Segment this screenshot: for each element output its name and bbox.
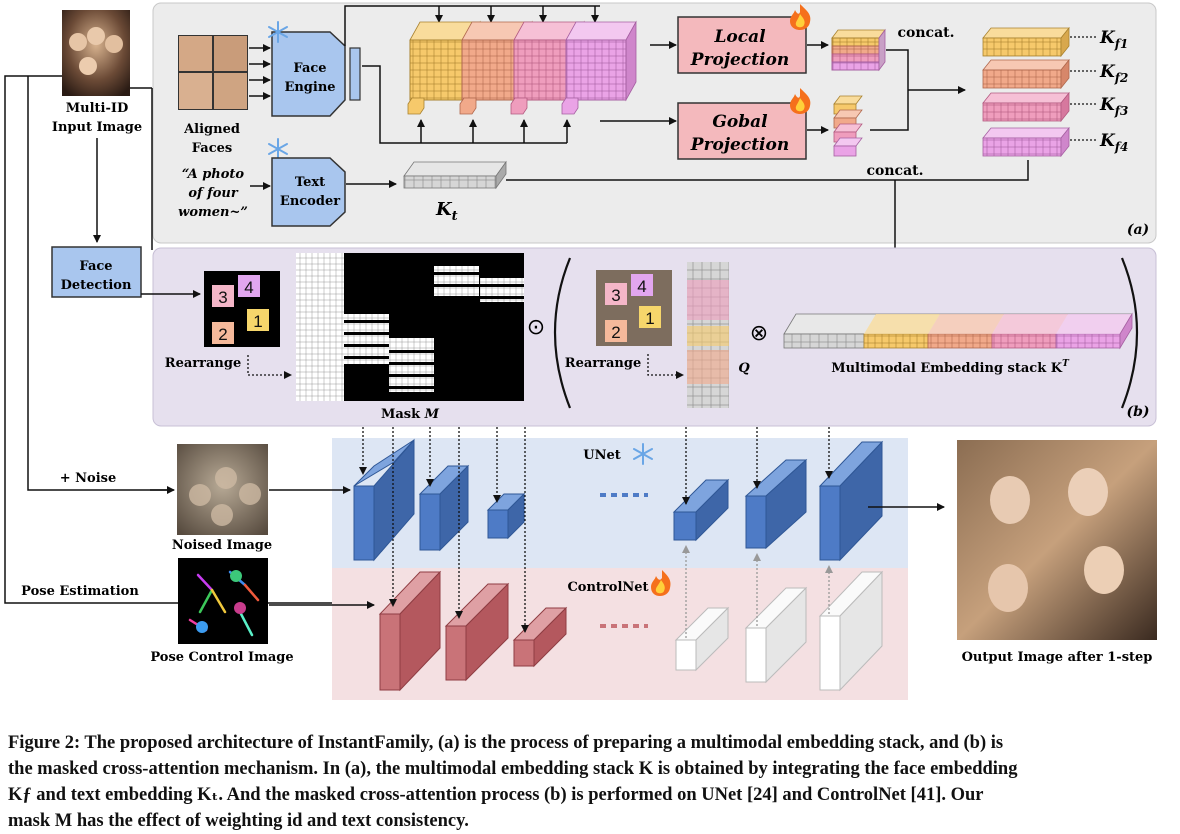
otimes-operator: ⊗	[750, 321, 768, 346]
local-projected-tokens	[831, 28, 886, 72]
caption-line-2: the masked cross-attention mechanism. In…	[8, 759, 1018, 779]
prompt-line-3: women~”	[178, 205, 248, 220]
multi-id-input-image	[62, 10, 130, 96]
text-encoder	[271, 157, 346, 227]
stack-label: Multimodal Embedding stack KT	[831, 359, 1070, 376]
kf3-label: Kf3	[1099, 95, 1128, 118]
face-engine	[271, 31, 346, 117]
query-column	[687, 262, 729, 408]
id-4-badge: 4	[244, 278, 253, 297]
fire-icon	[790, 88, 811, 114]
aligned-faces-label-2: Faces	[192, 141, 232, 156]
text-encoder-label-1: Text	[295, 175, 325, 190]
multi-id-label-2: Input Image	[52, 120, 142, 135]
caption-line-1: Figure 2: The proposed architecture of I…	[8, 733, 1004, 753]
id-3-badge: 3	[218, 288, 227, 307]
global-face-tokens	[407, 97, 579, 115]
right-paren	[1120, 257, 1139, 409]
left-paren	[553, 257, 572, 409]
unet-blocks	[353, 438, 884, 562]
face-detection	[51, 246, 142, 298]
id-3-badge-image: 3	[611, 286, 620, 305]
unet-block	[418, 464, 470, 552]
output-image-label: Output Image after 1-step	[962, 650, 1153, 665]
id-4-badge-image: 4	[637, 277, 646, 296]
global-projection-label-2: Projection	[690, 135, 789, 155]
noised-image-label: Noised Image	[172, 538, 272, 553]
aligned-faces	[178, 35, 248, 110]
multi-id-label-1: Multi-ID	[66, 101, 128, 116]
concat-mid-label: concat.	[867, 163, 924, 179]
global-projection	[677, 102, 807, 160]
panel-a-label: (a)	[1127, 222, 1149, 238]
fire-icon	[651, 570, 671, 596]
local-projection-label-2: Projection	[690, 50, 789, 70]
unet-block	[744, 458, 808, 550]
id-1-badge-image: 1	[645, 309, 654, 328]
rearrange-left-label: Rearrange	[165, 356, 241, 371]
face-id-map	[204, 271, 280, 347]
face-embedding-cubes	[409, 20, 637, 102]
panel-b-label: (b)	[1126, 404, 1149, 420]
noise-label: + Noise	[60, 471, 117, 486]
kf2-bar	[982, 58, 1070, 90]
snowflake-icon	[633, 443, 653, 465]
controlnet-block-copy	[744, 586, 808, 684]
global-projection-label-1: Gobal	[712, 112, 768, 132]
prompt-line-1: “A photo	[182, 167, 245, 182]
face-engine-label-1: Face	[293, 61, 326, 76]
figure-caption: Figure 2: The proposed architecture of I…	[8, 730, 1176, 834]
pose-control-image	[178, 558, 268, 644]
controlnet-block-copy	[674, 606, 730, 672]
text-encoder-label-2: Encoder	[280, 194, 340, 209]
kf4-bar	[982, 126, 1070, 158]
id-1-badge: 1	[253, 312, 262, 331]
face-engine-output	[349, 47, 361, 101]
face-detection-label-2: Detection	[61, 278, 132, 293]
unet-block	[818, 440, 884, 562]
id-2-badge-image: 2	[611, 323, 620, 342]
text-embedding-bar	[403, 160, 507, 190]
id-2-badge: 2	[218, 325, 227, 344]
kf4-label: Kf4	[1099, 131, 1128, 154]
pose-control-label: Pose Control Image	[150, 650, 293, 665]
kf3-bar	[982, 91, 1070, 123]
concat-top-label: concat.	[898, 25, 955, 41]
local-projection-label-1: Local	[713, 27, 766, 47]
kf-embeddings	[982, 26, 1070, 158]
caption-line-3: Kƒ and text embedding Kₜ. And the masked…	[8, 785, 984, 805]
face-detection-label-1: Face	[79, 259, 112, 274]
kf1-label: Kf1	[1099, 28, 1128, 51]
noised-image	[177, 444, 268, 535]
unet-block	[353, 438, 415, 562]
face-id-image	[596, 270, 672, 346]
output-image	[957, 440, 1157, 640]
prompt-line-2: of four	[188, 186, 239, 201]
controlnet-block-copy	[818, 570, 884, 692]
fire-icon	[790, 4, 811, 30]
caption-line-4: mask M has the effect of weighting id an…	[8, 811, 469, 831]
mask-label: Mask M	[381, 407, 440, 422]
aligned-faces-label-1: Aligned	[183, 122, 240, 137]
kf2-label: Kf2	[1099, 62, 1128, 85]
snowflake-icon	[268, 21, 288, 43]
controlnet-label: ControlNet	[567, 580, 648, 595]
odot-operator: ⊙	[527, 315, 545, 340]
q-label: Q	[738, 361, 750, 376]
multimodal-embedding-stack	[783, 312, 1133, 350]
pose-estimation-label: Pose Estimation	[21, 584, 139, 599]
rearrange-right-label: Rearrange	[565, 356, 641, 371]
unet-label: UNet	[583, 448, 621, 463]
face-embedding-cube-2	[461, 20, 533, 102]
mask-m	[296, 253, 524, 401]
kf1-bar	[982, 26, 1070, 58]
snowflake-icon	[268, 138, 288, 160]
kt-label: Kt	[435, 199, 458, 224]
face-embedding-cube-4	[565, 20, 637, 102]
face-engine-label-2: Engine	[284, 80, 335, 95]
global-projected-tokens	[833, 95, 863, 157]
local-projection	[677, 16, 807, 74]
